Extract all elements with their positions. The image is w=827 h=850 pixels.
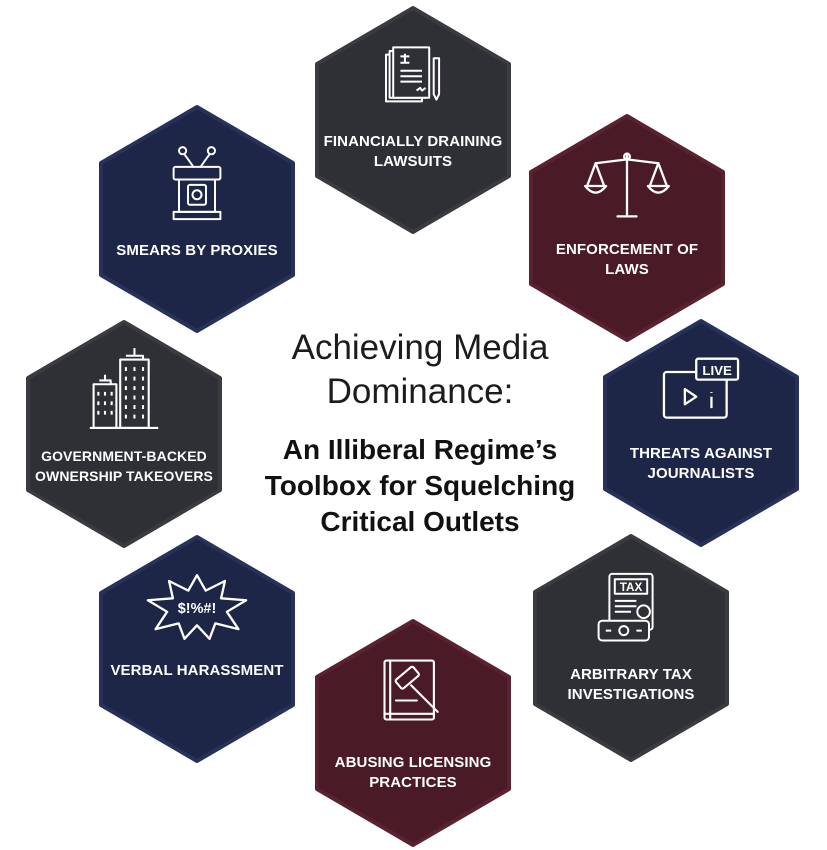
tool-label: ARBITRARY TAX INVESTIGATIONS: [567, 666, 695, 703]
tool-label: FINANCIALLY DRAINING LAWSUITS: [323, 133, 503, 170]
legal-documents-icon: [385, 46, 441, 103]
hex-shape: [315, 6, 511, 234]
hex-shape: [315, 619, 511, 847]
podium-microphones-icon: [172, 146, 222, 221]
tool-label: SMEARS BY PROXIES: [116, 242, 278, 259]
hex-shape: [533, 534, 729, 762]
tax-document-icon: TAX: [597, 572, 654, 642]
hex-enforcement-of-laws: ENFORCEMENT OF LAWS: [527, 112, 727, 344]
hex-government-backed-ownership-takeovers: GOVERNMENT-BACKED OWNERSHIP TAKEOVERS: [24, 318, 224, 550]
hex-smears-by-proxies: SMEARS BY PROXIES: [97, 103, 297, 335]
cursing-burst-icon: $!%#!: [146, 574, 248, 640]
hex-shape: [603, 319, 799, 547]
tax-text: TAX: [620, 581, 643, 594]
tool-label: ABUSING LICENSING PRACTICES: [334, 754, 492, 791]
hex-financially-draining-lawsuits: FINANCIALLY DRAINING LAWSUITS: [313, 4, 513, 236]
live-broadcast-icon: LIVE: [662, 357, 740, 419]
tool-label: VERBAL HARASSMENT: [110, 662, 284, 679]
hex-abusing-licensing-practices: ABUSING LICENSING PRACTICES: [313, 617, 513, 849]
gavel-book-icon: [383, 659, 439, 721]
burst-text: $!%#!: [178, 601, 217, 617]
live-text: LIVE: [702, 363, 732, 378]
hex-shape: [529, 114, 725, 342]
hex-verbal-harassment: $!%#! VERBAL HARASSMENT: [97, 533, 297, 765]
tool-label: GOVERNMENT-BACKED OWNERSHIP TAKEOVERS: [35, 448, 213, 484]
scales-of-justice-icon: [584, 152, 670, 218]
hex-arbitrary-tax-investigations: TAX ARBITRARY TAX INVESTIGATIONS: [531, 532, 731, 764]
hex-shape: [26, 320, 222, 548]
hex-threats-against-journalists: LIVE THREATS AGAINST JOURNALISTS: [601, 317, 801, 549]
diagram-title: Achieving Media Dominance:: [291, 328, 549, 411]
tool-label: THREATS AGAINST JOURNALISTS: [629, 445, 773, 482]
tool-label: ENFORCEMENT OF LAWS: [555, 241, 699, 278]
hex-shape: [99, 535, 295, 763]
buildings-icon: [89, 348, 159, 429]
diagram-subtitle: An Illiberal Regime’s Toolbox for Squelc…: [264, 434, 576, 537]
